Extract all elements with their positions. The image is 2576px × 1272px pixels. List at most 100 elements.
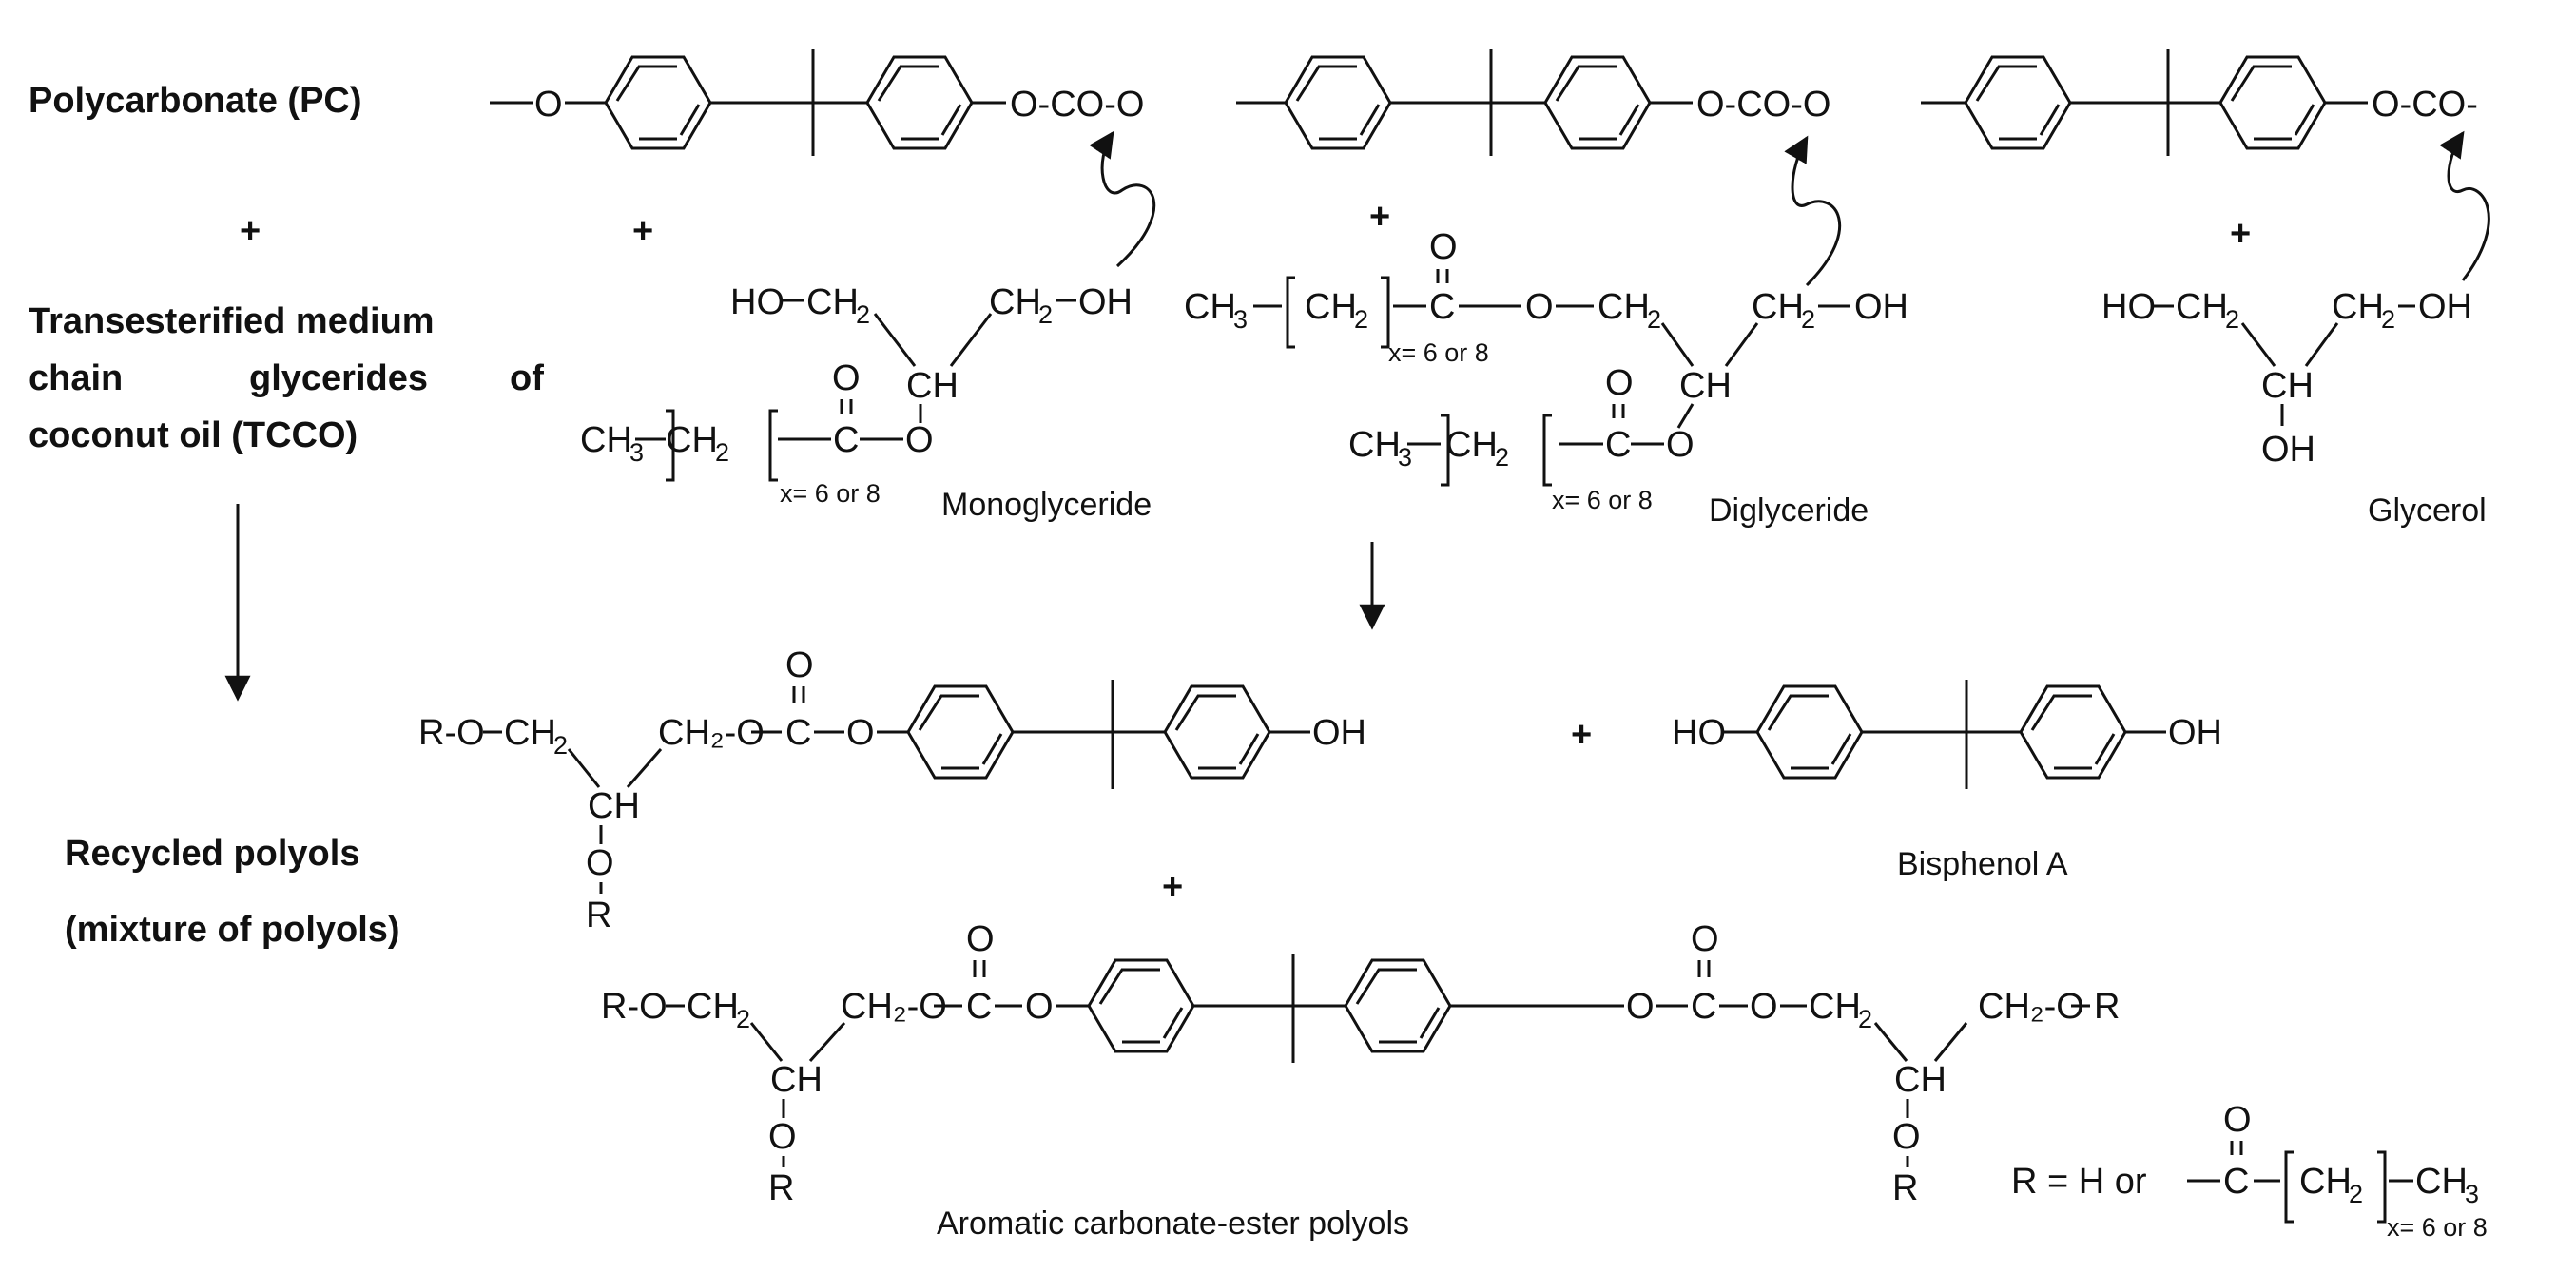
svg-text:2: 2	[715, 438, 729, 467]
svg-text:OH: OH	[1078, 282, 1133, 322]
svg-text:O: O	[534, 85, 563, 125]
svg-text:C: C	[2223, 1162, 2249, 1202]
recycled-line-1: Recycled polyols	[65, 834, 359, 874]
svg-text:CH: CH	[1348, 425, 1401, 465]
curved-arrow-icon	[1784, 135, 1841, 287]
svg-text:OH: OH	[2418, 287, 2472, 327]
svg-text:O: O	[966, 919, 995, 959]
svg-text:OH: OH	[2168, 713, 2222, 753]
svg-text:C: C	[833, 420, 859, 460]
plus-sign: +	[632, 211, 653, 251]
svg-text:CH: CH	[989, 282, 1041, 322]
tcco-line-3: coconut oil (TCCO)	[29, 415, 358, 455]
plus-sign: +	[1369, 197, 1390, 237]
svg-text:CH₂-O: CH₂-O	[658, 713, 765, 753]
aromatic-polyol-label: Aromatic carbonate-ester polyols	[937, 1205, 1409, 1242]
svg-text:C: C	[966, 987, 992, 1027]
svg-text:CH: CH	[504, 713, 556, 753]
pc-chain: O O-CO-O O-CO-O O-CO-	[490, 49, 2478, 156]
svg-text:3: 3	[1398, 443, 1412, 472]
svg-text:x= 6 or 8: x= 6 or 8	[1388, 338, 1489, 367]
svg-text:CH: CH	[1752, 287, 1804, 327]
svg-text:CH₂-O: CH₂-O	[1978, 987, 2084, 1027]
svg-text:CH: CH	[1894, 1060, 1947, 1100]
svg-text:CH: CH	[1679, 366, 1732, 406]
svg-text:HO: HO	[730, 282, 784, 322]
tcco-line-1: Transesterified medium	[29, 301, 435, 341]
svg-text:C: C	[1429, 287, 1455, 327]
svg-text:3: 3	[1233, 305, 1248, 334]
svg-text:O: O	[785, 646, 814, 685]
svg-text:2: 2	[1354, 305, 1368, 334]
glycerol-label: Glycerol	[2368, 492, 2487, 529]
svg-text:O: O	[1605, 363, 1634, 403]
bisphenol-a-label: Bisphenol A	[1897, 846, 2068, 882]
svg-text:O: O	[1429, 227, 1458, 267]
svg-text:O: O	[832, 358, 861, 398]
svg-text:HO: HO	[2101, 287, 2156, 327]
svg-text:CH: CH	[770, 1060, 823, 1100]
svg-text:R: R	[1892, 1168, 1918, 1208]
svg-text:x= 6 or 8: x= 6 or 8	[780, 479, 881, 508]
svg-text:O: O	[1750, 987, 1778, 1027]
svg-text:O-CO-: O-CO-	[2372, 85, 2478, 125]
svg-text:HO: HO	[1672, 713, 1726, 753]
plus-sign: +	[2230, 214, 2251, 254]
recycled-line-2: (mixture of polyols)	[65, 910, 400, 950]
svg-text:CH: CH	[588, 786, 640, 826]
tcco-line-2c: of	[510, 358, 544, 398]
curved-arrow-icon	[1089, 130, 1156, 268]
svg-text:2: 2	[1801, 305, 1815, 334]
monoester-product-structure: R-O CH2 CH CH₂-O C O O OH O R	[418, 646, 1366, 935]
aromatic-polyol-structure: R-O CH2 CH CH₂-O C O O O C O O CH2 CH CH…	[601, 919, 2120, 1208]
svg-text:CH: CH	[906, 366, 959, 406]
svg-text:O: O	[905, 420, 934, 460]
svg-text:2: 2	[1647, 305, 1661, 334]
svg-text:2: 2	[1858, 1005, 1872, 1033]
pc-label: Polycarbonate (PC)	[29, 81, 362, 121]
svg-text:CH: CH	[2415, 1162, 2468, 1202]
svg-text:CH: CH	[1184, 287, 1236, 327]
svg-text:R-O: R-O	[601, 987, 668, 1027]
svg-text:C: C	[1605, 425, 1631, 465]
diglyceride-label: Diglyceride	[1709, 492, 1869, 529]
plus-sign: +	[1571, 715, 1592, 755]
svg-text:O: O	[1525, 287, 1554, 327]
svg-text:CH: CH	[2332, 287, 2384, 327]
svg-text:OH: OH	[1854, 287, 1908, 327]
curved-arrow-icon	[2439, 130, 2490, 281]
svg-text:O: O	[846, 713, 875, 753]
svg-text:OH: OH	[2261, 430, 2315, 470]
svg-text:x= 6 or 8: x= 6 or 8	[1552, 486, 1653, 514]
svg-text:CH: CH	[1809, 987, 1861, 1027]
svg-text:O: O	[1666, 425, 1695, 465]
svg-text:3: 3	[629, 438, 644, 467]
svg-text:O: O	[1691, 919, 1719, 959]
svg-text:2: 2	[1038, 300, 1053, 329]
svg-text:R: R	[768, 1168, 794, 1208]
bisphenol-a-structure: HO OH	[1672, 680, 2222, 789]
svg-text:2: 2	[2225, 305, 2239, 334]
svg-text:R-O: R-O	[418, 713, 485, 753]
svg-text:R: R	[2094, 987, 2120, 1027]
tcco-line-2a: chain	[29, 358, 123, 398]
diglyceride-structure: CH3 CH2 C O O CH2 CH CH2 OH O C O CH2 CH…	[1184, 227, 1908, 514]
svg-text:C: C	[1691, 987, 1716, 1027]
svg-text:CH: CH	[2299, 1162, 2352, 1202]
svg-text:O: O	[768, 1117, 797, 1157]
svg-text:CH₂-O: CH₂-O	[841, 987, 947, 1027]
svg-text:CH: CH	[580, 420, 632, 460]
svg-text:2: 2	[553, 731, 568, 760]
svg-text:CH: CH	[1598, 287, 1650, 327]
svg-text:x= 6 or 8: x= 6 or 8	[2387, 1213, 2488, 1242]
svg-text:R = H or: R = H or	[2011, 1162, 2147, 1202]
svg-text:CH: CH	[687, 987, 739, 1027]
svg-text:2: 2	[1495, 443, 1509, 472]
svg-text:3: 3	[2465, 1180, 2479, 1208]
svg-text:CH: CH	[2176, 287, 2228, 327]
svg-text:OH: OH	[1312, 713, 1366, 753]
plus-sign: +	[1162, 867, 1183, 907]
svg-text:O: O	[586, 843, 614, 883]
svg-text:O-CO-O: O-CO-O	[1010, 85, 1144, 125]
